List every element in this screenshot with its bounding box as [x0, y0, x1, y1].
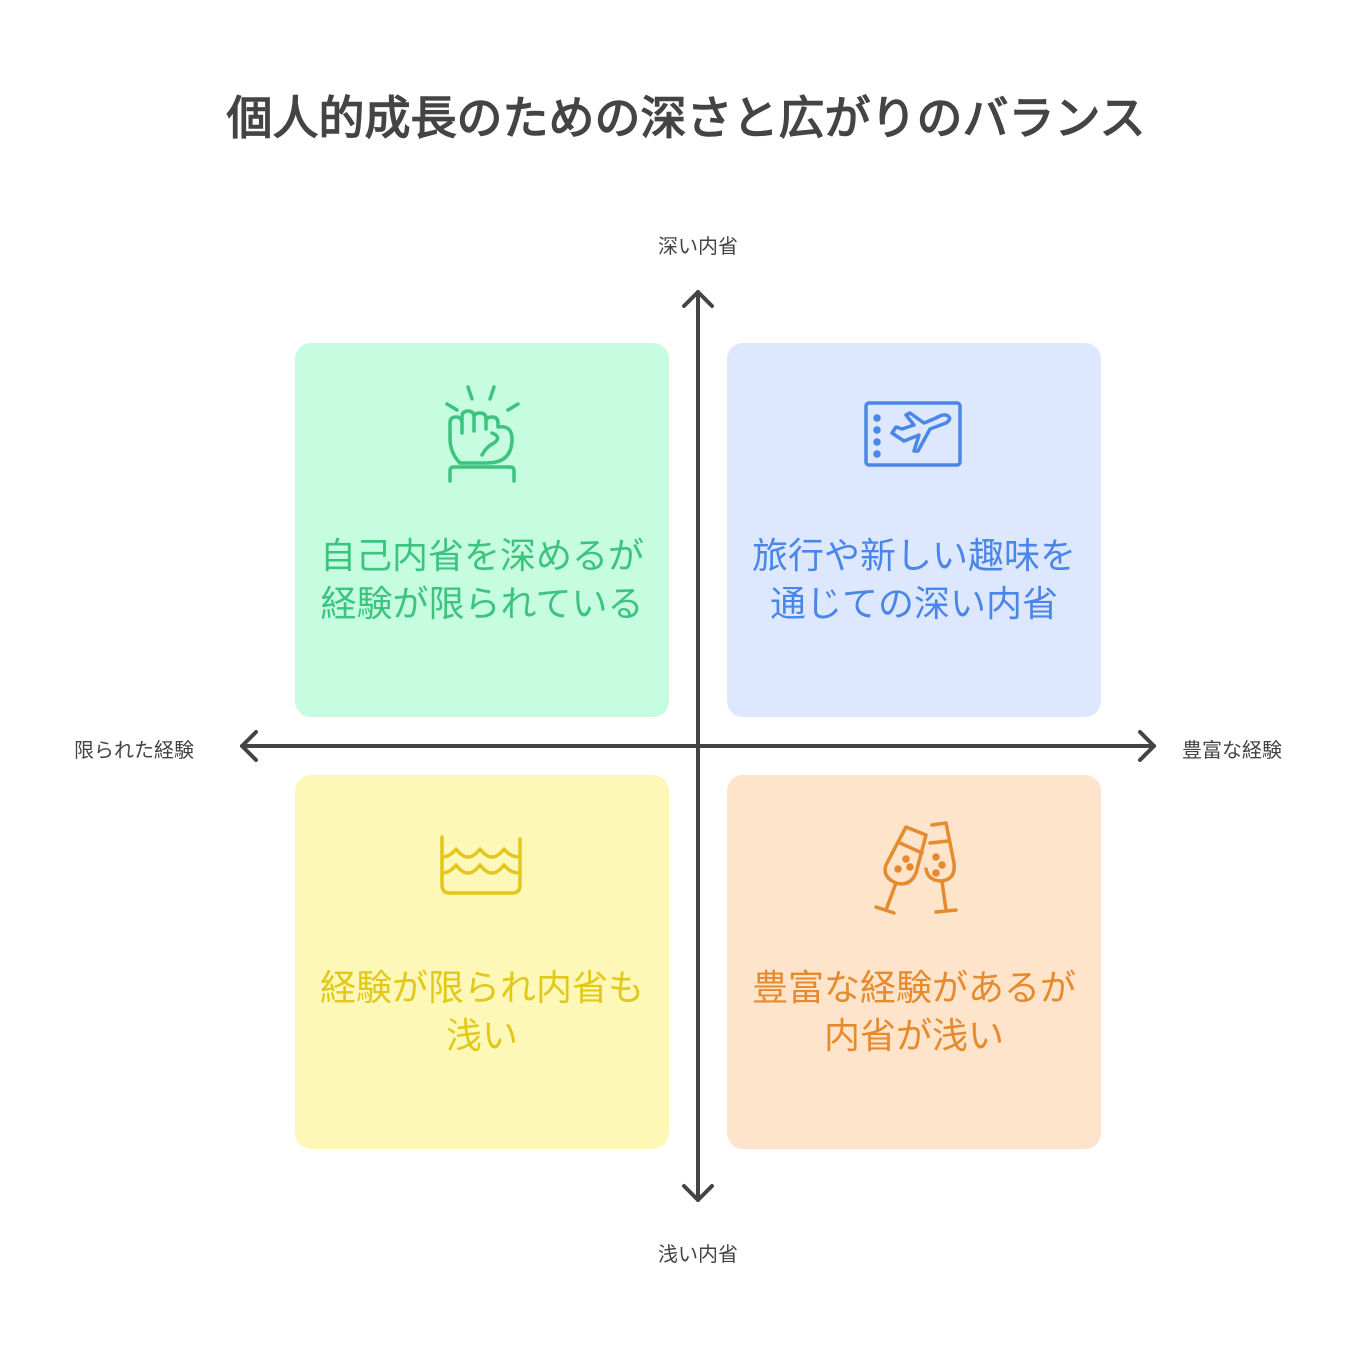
arrow-right-icon	[1138, 730, 1156, 762]
axis-label-bottom: 浅い内省	[658, 1242, 738, 1266]
axis-label-left: 限られた経験	[74, 738, 194, 762]
fist-icon	[445, 385, 520, 483]
arrow-left-icon	[240, 730, 258, 762]
axis-label-top: 深い内省	[658, 234, 738, 258]
airplane-ticket-icon	[864, 401, 962, 467]
quadrant-text: 自己内省を深めるが経験が限られている	[319, 536, 644, 625]
quadrant-top-right: 旅行や新しい趣味を通じての深い内省	[727, 343, 1101, 717]
champagne-toast-icon	[874, 821, 958, 915]
shallow-water-icon	[440, 835, 522, 895]
quadrant-text: 旅行や新しい趣味を通じての深い内省	[751, 536, 1076, 625]
quadrant-top-left: 自己内省を深めるが経験が限られている	[295, 343, 669, 717]
page-title: 個人的成長のための深さと広がりのバランス	[226, 91, 1146, 145]
quadrant-bottom-right: 豊富な経験があるが内省が浅い	[727, 775, 1101, 1149]
axis-label-right: 豊富な経験	[1182, 738, 1282, 762]
quadrant-text: 経験が限られ内省も浅い	[319, 968, 644, 1057]
arrow-up-icon	[682, 290, 714, 308]
arrow-down-icon	[682, 1184, 714, 1202]
quadrant-bottom-left: 経験が限られ内省も浅い	[295, 775, 669, 1149]
quadrant-text: 豊富な経験があるが内省が浅い	[751, 968, 1076, 1057]
